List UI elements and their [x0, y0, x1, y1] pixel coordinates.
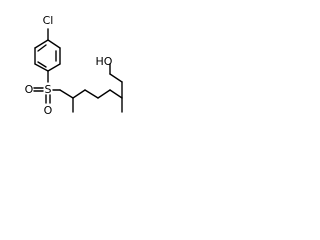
chain-bond-5	[109, 89, 123, 99]
chain-bond-7	[109, 73, 123, 83]
ring-bond-3	[47, 63, 61, 72]
ring-bond-6	[34, 39, 49, 49]
oxygen-left-label: O	[25, 83, 34, 96]
chlorine-label: Cl	[43, 14, 54, 27]
chain-bond-3	[84, 89, 99, 99]
molecule-structure: Cl S O O HO	[25, 14, 123, 117]
oxygen-down-label: O	[44, 104, 53, 117]
ring-bond-1	[47, 39, 61, 49]
chain-bond-4	[97, 89, 111, 99]
ring-bond-4	[34, 63, 49, 72]
sulfur-label: S	[45, 83, 52, 96]
chain-bond-1	[59, 89, 74, 99]
ring-double-3	[37, 44, 47, 52]
hydroxyl-label: HO	[96, 55, 113, 68]
ring-double-2	[37, 61, 47, 68]
chain-bond-2	[72, 89, 86, 99]
